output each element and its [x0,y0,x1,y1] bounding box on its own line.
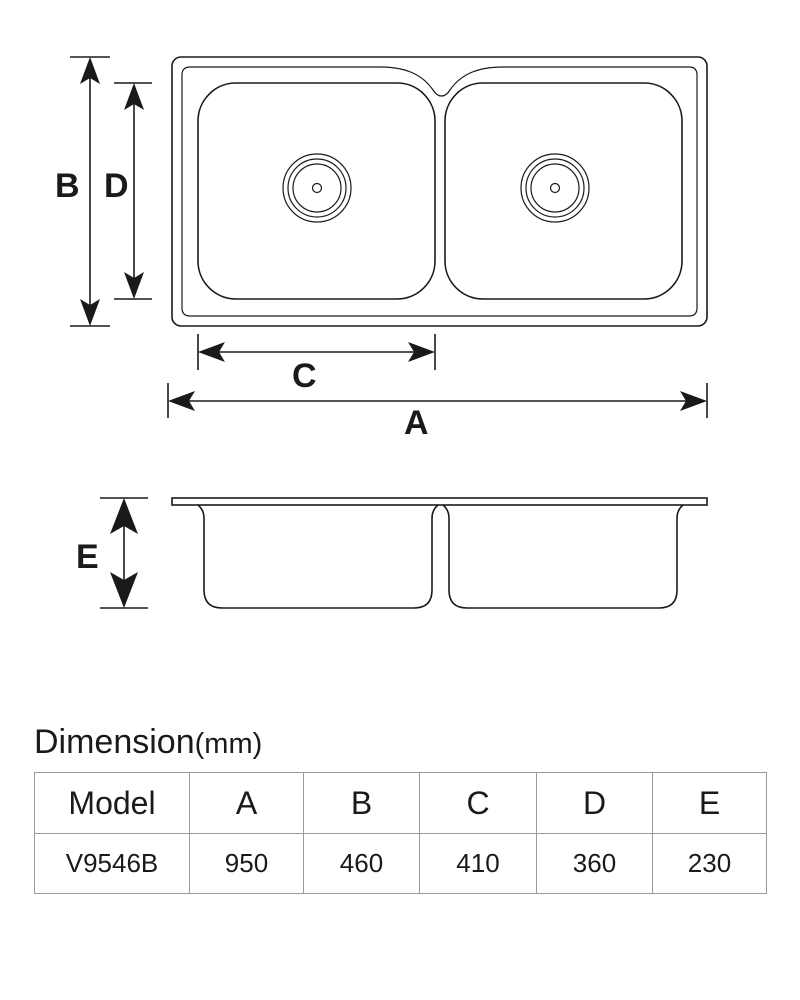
header-c: C [419,772,537,834]
header-e: E [652,772,767,834]
dimension-d-line [114,82,152,300]
left-bowl-outline [197,82,436,300]
label-d: D [104,167,129,205]
sink-outer-rim [171,56,708,327]
cell-e: 230 [652,833,767,894]
sink-top-view [171,56,708,327]
side-view-rim [171,497,708,506]
header-d: D [536,772,653,834]
left-drain-icon [282,153,352,223]
cell-b: 460 [303,833,420,894]
cell-model: V9546B [34,833,190,894]
dimension-title: Dimension(mm) [34,722,262,764]
label-b: B [55,167,80,205]
dimension-title-unit: (mm) [194,728,263,760]
label-c: C [292,357,317,395]
sink-technical-drawing: B D C A E [55,56,708,609]
label-a: A [404,404,429,442]
header-b: B [303,772,420,834]
side-view-left-bowl [197,504,439,609]
cell-d: 360 [536,833,653,894]
dimension-c-line [197,334,436,370]
right-drain-icon [520,153,590,223]
cell-a: 950 [189,833,304,894]
sink-side-view [171,497,708,609]
label-e: E [76,538,99,576]
right-bowl-outline [444,82,683,300]
sink-inner-rim [181,66,698,317]
table-header-row: Model A B C D E [34,772,767,834]
table-row: V9546B 950 460 410 360 230 [34,833,767,894]
header-a: A [189,772,304,834]
header-model: Model [34,772,190,834]
dimension-b-line [70,56,110,327]
dimension-e-line [100,497,148,609]
dimension-title-main: Dimension [34,723,195,761]
dimension-table: Model A B C D E V9546B 950 460 410 360 2… [34,772,767,894]
side-view-right-bowl [442,504,684,609]
dimension-a-line [167,383,708,418]
cell-c: 410 [419,833,537,894]
